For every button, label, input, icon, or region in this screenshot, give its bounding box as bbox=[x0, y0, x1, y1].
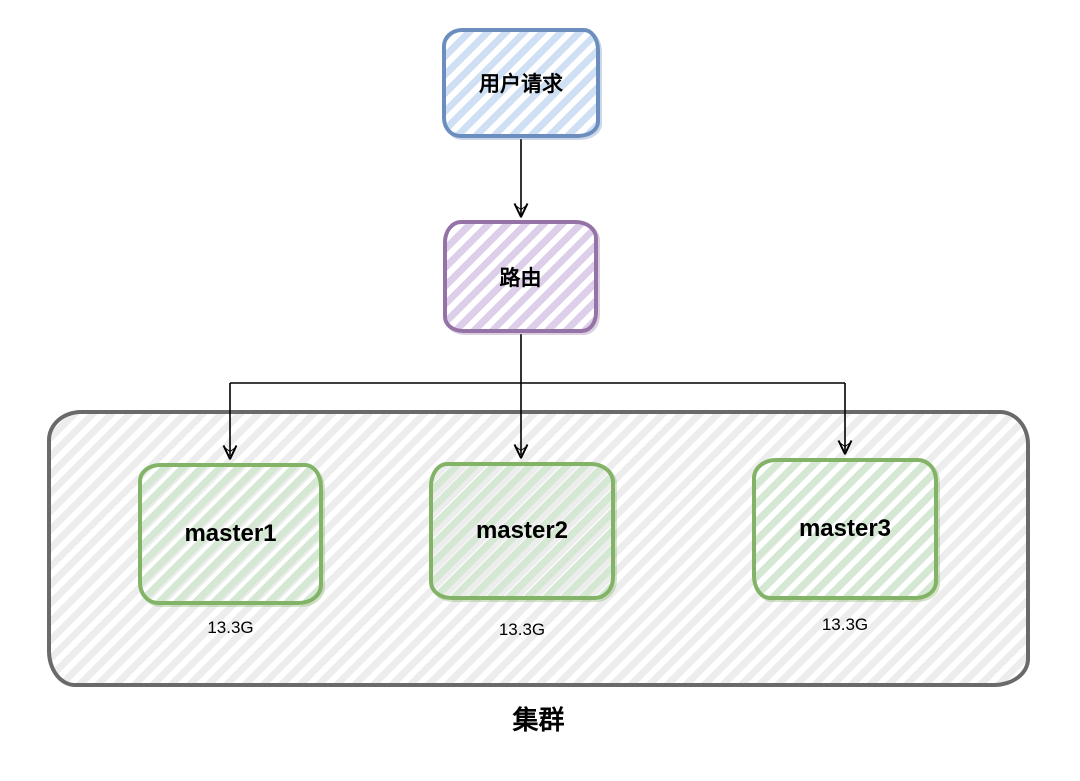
node-master3: master3 bbox=[752, 458, 938, 600]
cluster-title: 集群 bbox=[512, 705, 565, 735]
node-user-request-label: 用户请求 bbox=[479, 73, 563, 96]
arrow-router-trunk bbox=[230, 334, 845, 384]
node-router-label: 路由 bbox=[499, 266, 542, 290]
node-master3-label: master3 bbox=[798, 515, 892, 542]
arrow-user-request-to-router bbox=[513, 139, 529, 219]
master1-size-label: 13.3G bbox=[207, 618, 254, 637]
node-master1-label: master1 bbox=[184, 520, 277, 547]
master2-size-label: 13.3G bbox=[498, 620, 546, 639]
node-master2-label: master2 bbox=[475, 517, 569, 544]
node-master2: master2 bbox=[429, 462, 615, 600]
node-master1: master1 bbox=[138, 463, 323, 605]
master3-size-label: 13.3G bbox=[821, 615, 869, 634]
node-user-request: 用户请求 bbox=[442, 28, 600, 138]
node-router: 路由 bbox=[443, 220, 598, 333]
